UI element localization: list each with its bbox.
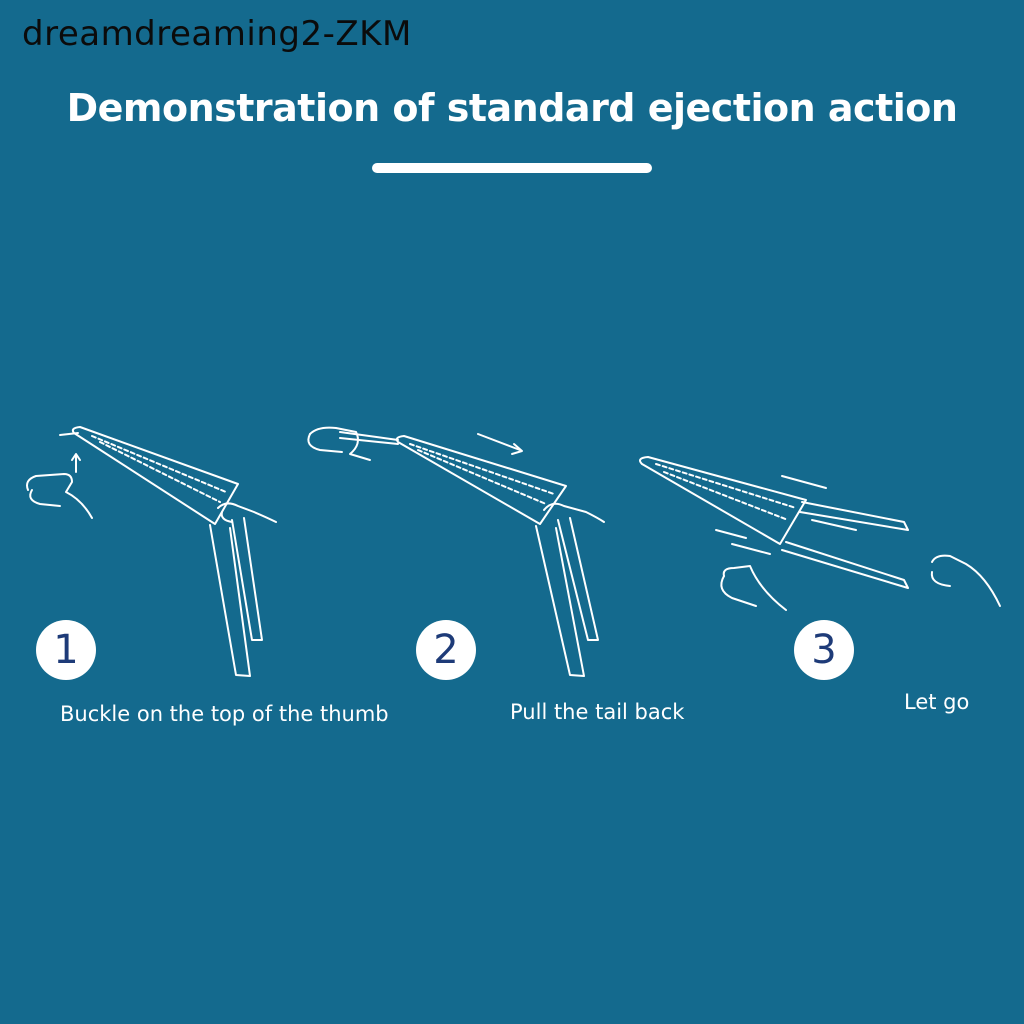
watermark: dreamdreaming2-ZKM	[22, 14, 412, 54]
step3-rocket	[639, 456, 909, 589]
step-3-badge: 3	[794, 620, 854, 680]
step-2-badge: 2	[416, 620, 476, 680]
step-3-caption: Let go	[904, 690, 970, 714]
step-1-caption: Buckle on the top of the thumb	[60, 702, 389, 726]
title-underline	[372, 163, 652, 173]
step3-hand-left	[720, 565, 787, 611]
step3-hand-right	[930, 554, 1001, 607]
step1-rocket	[59, 426, 263, 677]
step2-rocket	[339, 431, 599, 677]
step-2-caption: Pull the tail back	[510, 700, 685, 724]
ejection-illustration	[26, 426, 1001, 677]
step3-motion-lines	[715, 475, 857, 555]
page-title: Demonstration of standard ejection actio…	[66, 86, 958, 130]
step2-arrow	[477, 433, 523, 455]
step2-hand-left	[307, 426, 371, 461]
step2-hand-right	[543, 502, 605, 523]
step1-hand	[26, 453, 93, 519]
step1-hand-right	[217, 502, 277, 523]
step-1-badge: 1	[36, 620, 96, 680]
